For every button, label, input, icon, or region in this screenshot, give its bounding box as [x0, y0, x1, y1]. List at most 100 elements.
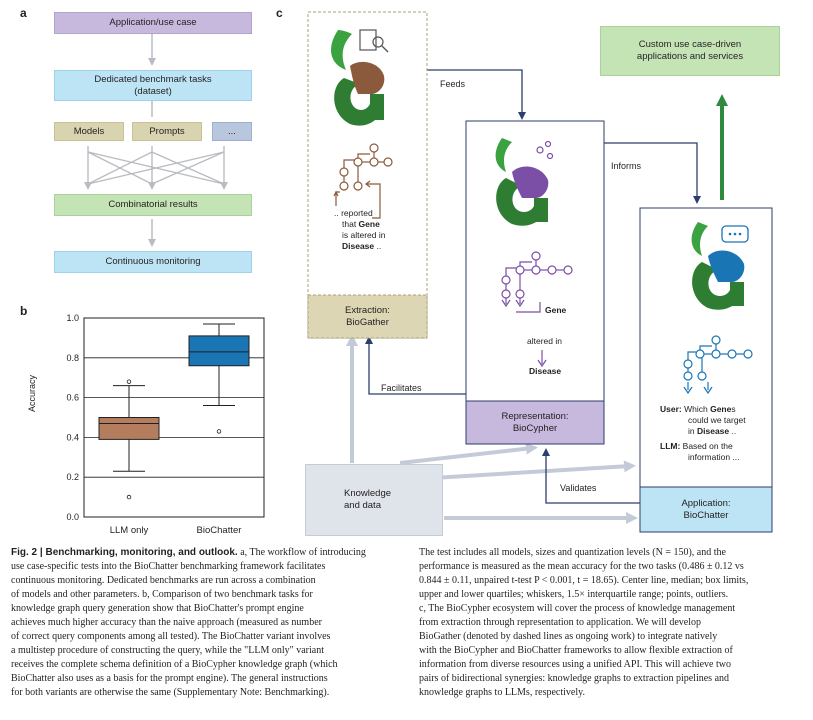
app-use-case-label: Application/use case [109, 17, 197, 28]
y-tick-label: 0.4 [66, 432, 79, 442]
outlier-point [126, 494, 132, 500]
dedicated-benchmark-title: Dedicated benchmark tasks [94, 73, 212, 85]
rep-gene: Gene [545, 305, 567, 315]
biochatter-logo-icon [691, 222, 749, 310]
user-label: User: [660, 404, 682, 414]
user-line3: in Disease .. [660, 426, 770, 437]
llm-line2: information ... [688, 452, 740, 462]
caption-right-line: upper and lower quartiles; whiskers, 1.5… [419, 589, 729, 600]
reported-line2: that Gene [334, 219, 424, 230]
user-gene: Gene [710, 404, 732, 414]
reported-line1: .. reported [334, 208, 373, 218]
box-1 [188, 335, 250, 367]
custom-line2: applications and services [636, 51, 744, 62]
y-tick-label: 0.0 [66, 512, 79, 522]
models-box: Models [54, 122, 124, 141]
caption-left-line: use case-specific tests into the BioChat… [11, 561, 326, 572]
rep-altered-in: altered in [527, 336, 562, 346]
user-text1: Which [681, 404, 711, 414]
extraction-label-line1: Extraction: [345, 305, 390, 316]
ellipsis-box: ... [212, 122, 252, 141]
caption-right-line: performance is measured as the mean accu… [419, 561, 744, 572]
caption-right-line: pairs of bidirectional synergies: knowle… [419, 673, 730, 684]
caption-left-l0: a, The workflow of introducing [237, 547, 366, 558]
x-tick-label: LLM only [110, 525, 149, 536]
plot-frame [83, 317, 265, 518]
llm-text1: Based on the [680, 441, 733, 451]
caption-right-line: BioGather (denoted by dashed lines as on… [419, 631, 718, 642]
caption-right-line: information from diverse resources using… [419, 659, 731, 670]
caption-right-line: The test includes all models, sizes and … [419, 547, 726, 558]
box-0 [98, 417, 160, 440]
representation-label-line1: Representation: [501, 410, 569, 422]
caption-left-line: of models and other parameters. b, Compa… [11, 589, 313, 600]
continuous-monitoring-label: Continuous monitoring [105, 256, 201, 267]
x-tick-label: BioChatter [197, 525, 242, 536]
caption-left-line: of correct query components among all te… [11, 631, 331, 642]
informs-label: Informs [611, 161, 642, 171]
caption-left-line: knowledge graph query generation show th… [11, 603, 304, 614]
y-tick-label: 1.0 [66, 313, 79, 323]
rep-disease: Disease [529, 366, 562, 376]
ellipsis-label: ... [228, 125, 236, 137]
caption-left-line: continuous monitoring. Dedicated benchma… [11, 575, 316, 586]
application-label: Application: BioChatter [640, 488, 772, 531]
application-label-line2: BioChatter [683, 509, 729, 521]
reported-disease: Disease [342, 241, 375, 251]
extraction-label: Extraction: BioGather [308, 297, 427, 337]
caption-left-line: achieves much higher accuracy than the n… [11, 617, 322, 628]
caption-left-line: receives the complete schema definition … [11, 659, 338, 670]
dedicated-benchmark-sub: (dataset) [134, 85, 172, 97]
extraction-label-line2: BioGather [346, 317, 389, 328]
continuous-monitoring-box: Continuous monitoring [54, 251, 252, 273]
caption-left: Fig. 2 | Benchmarking, monitoring, and o… [11, 546, 409, 700]
caption-left-line: for both variants are otherwise the same… [11, 687, 330, 698]
application-dialog: User: Which Genes could we target in Dis… [660, 404, 770, 463]
combinatorial-results-label: Combinatorial results [108, 199, 198, 210]
y-tick-label: 0.6 [66, 393, 79, 403]
custom-line1: Custom use case-driven [638, 39, 742, 50]
custom-applications-box: Custom use case-driven applications and … [600, 26, 780, 76]
validates-label: Validates [560, 483, 597, 493]
biogather-logo-icon [331, 29, 389, 126]
outlier-point [126, 379, 132, 384]
caption-left-line: BioChatter also uses as a basis for the … [11, 673, 328, 684]
llm-line1: LLM: Based on the [660, 441, 770, 452]
caption-left-line: a multistep procedure of constructing th… [11, 645, 324, 656]
llm-label: LLM: [660, 441, 681, 451]
fig-label: Fig. 2 | Benchmarking, monitoring, and o… [11, 547, 238, 558]
representation-label: Representation: BioCypher [466, 402, 604, 443]
biocypher-logo-icon [495, 138, 554, 226]
app-use-case-box: Application/use case [54, 12, 252, 34]
knowledge-line2: and data [344, 500, 381, 511]
extraction-graph-icon [333, 143, 393, 219]
prompts-label: Prompts [149, 125, 185, 137]
caption-right-line: with the BioCypher and BioChatter framew… [419, 645, 733, 656]
reported-line4: Disease .. [334, 241, 424, 252]
user-line1: User: Which Genes [660, 404, 770, 415]
application-graph-icon [683, 335, 753, 390]
user-in: in [688, 426, 697, 436]
y-axis-label: Accuracy [27, 374, 37, 412]
caption-right-line: 0.844 ± 0.11, unpaired t-test P < 0.001,… [419, 575, 749, 586]
reported-line3: is altered in [342, 230, 386, 240]
caption-right-line: c, The BioCypher ecosystem will cover th… [419, 603, 736, 614]
y-tick-label: 0.2 [66, 472, 79, 482]
extraction-sentence: .. reported that Gene is altered in Dise… [334, 208, 424, 252]
y-tick-label: 0.8 [66, 353, 79, 363]
models-label: Models [73, 125, 105, 137]
facilitates-label: Facilitates [381, 383, 422, 393]
prompts-box: Prompts [132, 122, 202, 141]
knowledge-line1: Knowledge [344, 488, 392, 499]
caption-left-line: Fig. 2 | Benchmarking, monitoring, and o… [11, 546, 409, 560]
panel-b-letter: b [20, 304, 28, 318]
caption-right-line: knowledge graphs to LLMs, respectively. [419, 687, 585, 698]
dedicated-benchmark-box: Dedicated benchmark tasks (dataset) [54, 70, 252, 101]
feeds-label: Feeds [440, 79, 466, 89]
user-line3b: .. [729, 426, 737, 436]
user-text2: s [731, 404, 736, 414]
reported-gene: Gene [358, 219, 380, 229]
reported-that: that [342, 219, 359, 229]
user-disease: Disease [696, 426, 730, 436]
representation-label-line2: BioCypher [512, 422, 558, 434]
